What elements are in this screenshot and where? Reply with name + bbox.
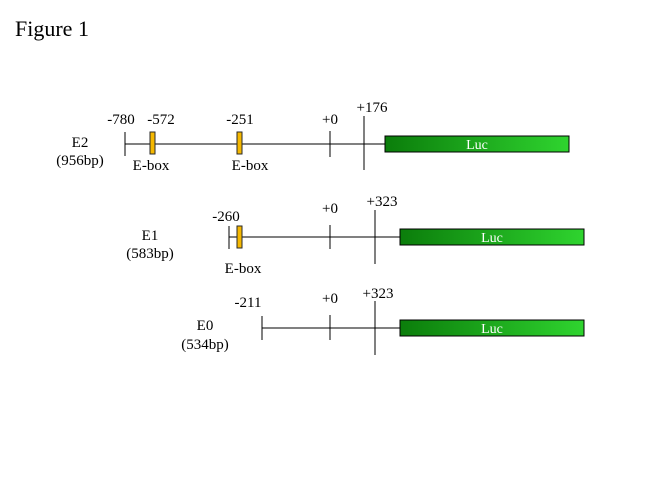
- construct-e1: E1 (583bp) -260 +0 +323 E-box Luc: [126, 194, 585, 277]
- e-box-label: E-box: [133, 158, 170, 174]
- e-box-element: [236, 131, 243, 155]
- construct-length: (956bp): [56, 153, 104, 169]
- position-label: +0: [322, 112, 338, 128]
- e-box-element: [149, 131, 156, 155]
- e-box-element: [236, 225, 243, 249]
- e-box-label: E-box: [232, 158, 269, 174]
- position-label: +0: [322, 291, 338, 307]
- position-label: -780: [107, 112, 135, 128]
- construct-length: (534bp): [181, 337, 229, 353]
- luc-label: Luc: [481, 322, 503, 337]
- luc-label: Luc: [481, 231, 503, 246]
- position-label: -251: [226, 112, 254, 128]
- construct-name: E1: [142, 228, 159, 244]
- construct-name: E0: [197, 318, 214, 334]
- construct-e0: E0 (534bp) -211 +0 +323 Luc: [181, 286, 585, 355]
- position-label: +323: [363, 286, 394, 302]
- construct-length: (583bp): [126, 246, 174, 262]
- e-box-label: E-box: [225, 261, 262, 277]
- construct-e2: E2 (956bp) -780 -572 -251 +0 +176 E-box …: [56, 100, 570, 174]
- position-label: -211: [235, 295, 262, 311]
- position-label: -572: [147, 112, 175, 128]
- position-label: +323: [367, 194, 398, 210]
- position-label: +0: [322, 201, 338, 217]
- luc-label: Luc: [466, 138, 488, 153]
- position-label: -260: [212, 209, 240, 225]
- luc-reporter-box: [399, 228, 585, 246]
- position-label: +176: [357, 100, 388, 116]
- figure-title: Figure 1: [15, 16, 89, 41]
- construct-name: E2: [72, 135, 89, 151]
- luc-reporter-box: [384, 135, 570, 153]
- luc-reporter-box: [399, 319, 585, 337]
